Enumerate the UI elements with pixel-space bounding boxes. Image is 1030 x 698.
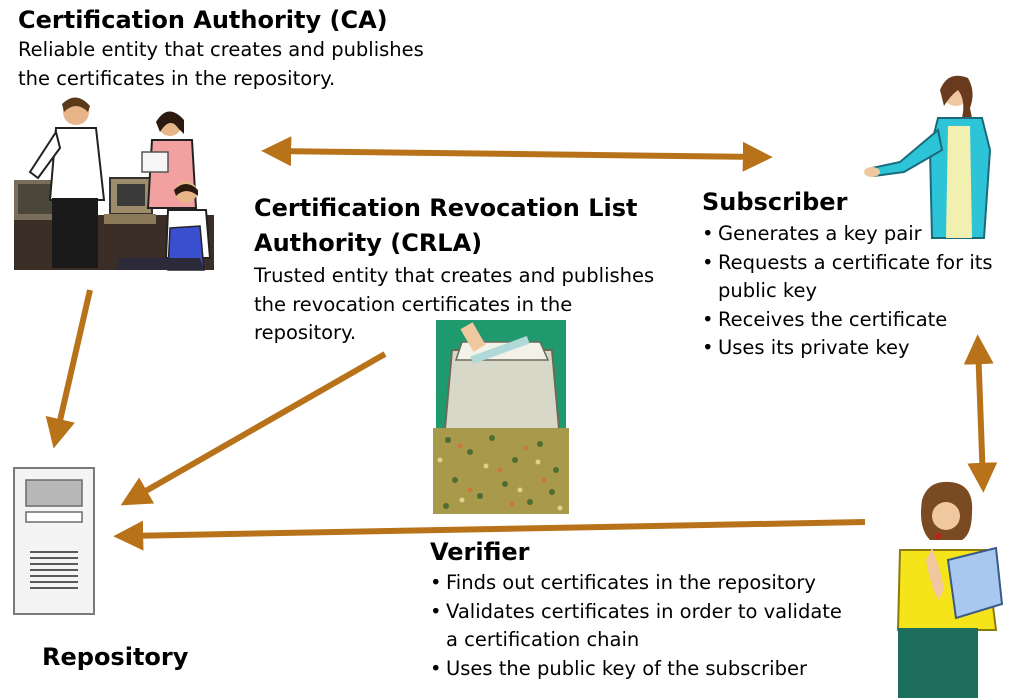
crla-description-line: the revocation certificates in the	[254, 292, 573, 316]
subscriber-item: Requests a certificate for its	[702, 249, 993, 278]
crla-description-line: repository.	[254, 321, 357, 344]
subscriber-item: Uses its private key	[702, 334, 993, 363]
crla-description: Trusted entity that creates and publishe…	[254, 262, 654, 348]
verifier-item: Validates certificates in order to valid…	[430, 598, 842, 627]
verifier-woman-clipart	[896, 481, 1004, 698]
ca-repository-arrow	[45, 289, 93, 449]
crla-description-line: Trusted entity that creates and publishe…	[254, 264, 655, 287]
verifier-item-continuation: a certification chain	[446, 628, 640, 651]
subscriber-item: Receives the certificate	[702, 306, 993, 335]
subscriber-verifier-arrow	[963, 334, 998, 493]
verifier-item: Uses the public key of the subscriber	[430, 655, 842, 684]
verifier-title: Verifier	[430, 538, 530, 566]
crla-title: Certification Revocation List Authority …	[254, 194, 637, 257]
ca-title: Certification Authority (CA)	[18, 6, 388, 34]
verifier-list: Finds out certificates in the repository…	[430, 569, 842, 683]
subscriber-title: Subscriber	[702, 188, 848, 216]
server-tower-icon	[13, 467, 95, 615]
office-workers-clipart	[14, 97, 214, 271]
verifier-repository-arrow	[113, 519, 866, 551]
crla-repository-arrow	[120, 351, 387, 506]
verifier-item: Finds out certificates in the repository	[430, 569, 842, 598]
crla-title-line: Certification Revocation List	[254, 194, 638, 222]
ca-description-line: Reliable entity that creates and publish…	[18, 38, 424, 61]
repository-label: Repository	[42, 643, 189, 671]
subscriber-woman-clipart	[864, 75, 992, 239]
ca-subscriber-arrow	[261, 136, 773, 172]
subscriber-list: Generates a key pair Requests a certific…	[702, 220, 993, 363]
crla-title-line: Authority (CRLA)	[254, 229, 483, 257]
subscriber-item-continuation: public key	[718, 279, 818, 302]
ca-description: Reliable entity that creates and publish…	[18, 36, 424, 93]
ca-description-line: the certificates in the repository.	[18, 66, 336, 90]
shredder-clipart	[433, 320, 569, 514]
subscriber-item: Generates a key pair	[702, 220, 993, 249]
